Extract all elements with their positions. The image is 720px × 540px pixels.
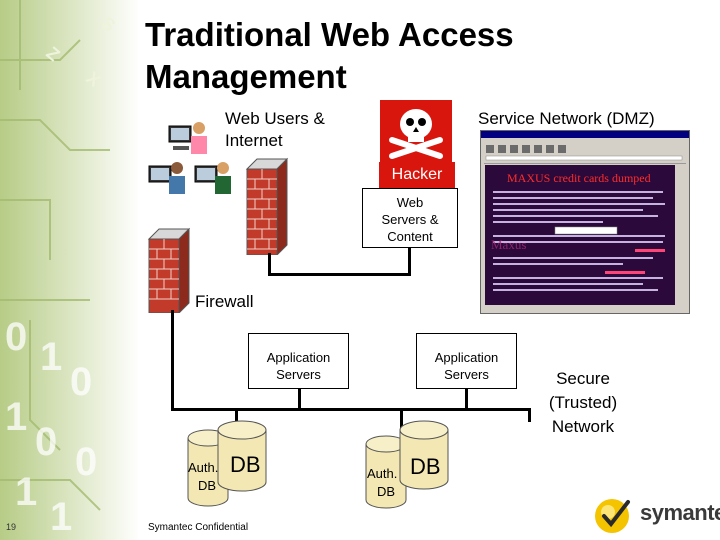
slide-title: Traditional Web Access Management: [145, 14, 585, 98]
web-users-label-line-1: Web Users &: [225, 109, 325, 128]
application-servers-box-2: Application Servers: [416, 333, 517, 389]
app-servers-2-label-line-2: Servers: [444, 367, 489, 382]
confidential-footer: Symantec Confidential: [148, 522, 249, 533]
hacked-site-text-lines: [493, 191, 665, 291]
db-cylinder-icon: [399, 420, 449, 490]
auth-db-1-label-auth: Auth.: [188, 460, 219, 475]
svg-text:1: 1: [15, 470, 37, 514]
web-servers-label-line-1: Web: [396, 195, 424, 210]
browser-title-bar: [481, 131, 689, 138]
skull-crossbones-icon: [380, 100, 452, 162]
firewall-wall-icon-upper: [245, 157, 289, 255]
database-cylinders-group-2: [365, 420, 449, 509]
title-line-1: Traditional Web Access: [145, 16, 514, 53]
web-servers-box: Web Servers & Content: [362, 188, 458, 248]
title-line-2: Management: [145, 58, 347, 95]
service-network-label: Service Network (DMZ): [478, 109, 655, 128]
svg-text:0: 0: [75, 440, 97, 484]
auth-db-1-label-db: DB: [198, 478, 217, 493]
web-users-label: Web Users & Internet: [225, 108, 325, 152]
application-servers-box-1: Application Servers: [248, 333, 349, 389]
connector-line: [408, 248, 411, 276]
user-at-computer-icon: [168, 122, 207, 154]
connector-line: [171, 408, 531, 411]
app-servers-2-label-line-1: Application: [434, 350, 499, 365]
auth-db-2-label-auth: Auth.: [367, 466, 398, 481]
svg-text:0: 0: [70, 360, 92, 404]
connector-line: [298, 388, 301, 410]
page-number: 19: [6, 522, 17, 532]
connector-line: [465, 388, 468, 410]
hacked-site-headline: MAXUS credit cards dumped: [507, 171, 651, 185]
secure-network-label: Secure (Trusted) Network: [538, 367, 628, 439]
hacker-label: Hacker: [379, 162, 455, 188]
svg-text:0: 0: [5, 315, 27, 359]
database-cylinders-group-1: [187, 420, 267, 507]
db-2-label: DB: [410, 454, 441, 479]
connector-line: [400, 408, 403, 438]
browser-toolbar-icons: [485, 145, 683, 161]
db-1-label: DB: [230, 452, 261, 477]
hacked-site-browser-window: MAXUS credit cards dumped Maxus: [480, 130, 690, 314]
svg-text:0: 0: [35, 420, 57, 464]
svg-text:1: 1: [50, 495, 72, 539]
user-at-computer-icon: [148, 162, 185, 194]
firewall-wall-icon-lower: [147, 227, 191, 313]
firewall-label: Firewall: [195, 292, 254, 311]
connector-line: [528, 408, 531, 422]
secure-network-label-line-3: Network: [551, 417, 615, 436]
browser-toolbar: [484, 141, 686, 164]
auth-db-cylinder-icon: [365, 435, 407, 509]
svg-text:1: 1: [5, 395, 27, 439]
user-at-computer-icon: [194, 162, 231, 194]
secure-network-label-line-2: (Trusted): [548, 393, 618, 412]
web-servers-label-line-2: Servers &: [381, 212, 439, 227]
hacked-site-watermark: Maxus: [491, 237, 527, 252]
auth-db-2-label-db: DB: [377, 484, 396, 499]
web-users-icon: [148, 122, 231, 194]
web-servers-label-line-3: Content: [387, 229, 433, 244]
connector-line: [268, 273, 410, 276]
symantec-logo-icon: [595, 499, 630, 533]
web-users-label-line-2: Internet: [225, 131, 283, 150]
connector-line: [268, 253, 271, 275]
symantec-logo-text: symantec.: [640, 500, 720, 525]
app-servers-1-label-line-2: Servers: [276, 367, 321, 382]
db-cylinder-icon: [217, 420, 267, 492]
svg-text:1: 1: [40, 335, 62, 379]
app-servers-1-label-line-1: Application: [266, 350, 331, 365]
connector-line: [171, 310, 174, 410]
secure-network-label-line-1: Secure: [556, 369, 610, 388]
hacked-site-page: MAXUS credit cards dumped Maxus: [485, 165, 675, 305]
